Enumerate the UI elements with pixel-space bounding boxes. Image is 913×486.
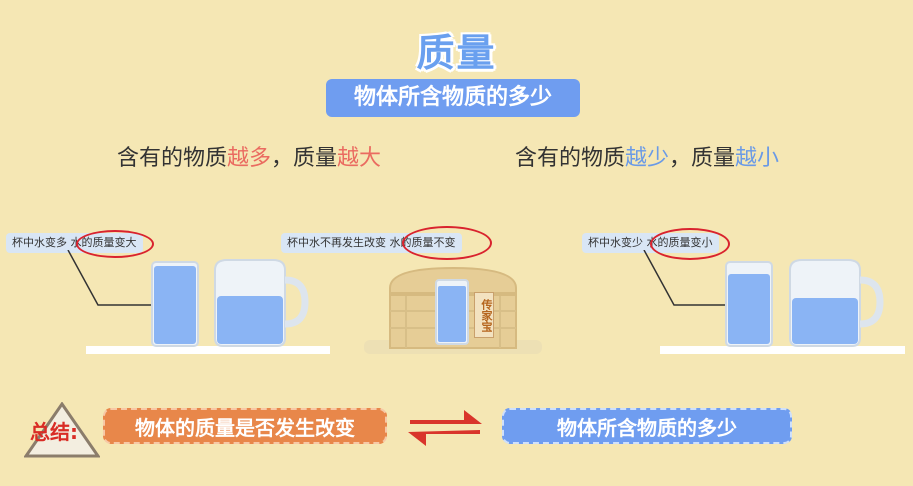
scene2-highlight-ring xyxy=(402,226,492,260)
left-statement-mid: ，质量 xyxy=(271,146,338,171)
right-statement-hl2: 越小 xyxy=(735,146,780,171)
scene1-pointer-line xyxy=(67,250,160,306)
left-statement-hl1: 越多 xyxy=(227,146,272,171)
summary-left-box: 物体的质量是否发生改变 xyxy=(103,408,387,444)
left-statement-hl2: 越大 xyxy=(337,146,382,171)
summary-right-box: 物体所含物质的多少 xyxy=(502,408,792,444)
right-statement-hl1: 越少 xyxy=(625,146,670,171)
right-statement-prefix: 含有的物质 xyxy=(515,146,626,171)
left-statement: 含有的物质越多，质量越大 xyxy=(117,140,381,172)
scene3-highlight-ring xyxy=(650,228,730,260)
summary-triangle-icon xyxy=(24,402,100,458)
scene2-label-prefix: 杯中水不再发生改变 xyxy=(287,236,386,249)
equivalence-arrows-icon xyxy=(408,410,482,446)
subtitle-banner: 物体所含物质的多少 xyxy=(326,79,580,117)
scene3-glass-icon xyxy=(725,261,773,347)
scene3-jug-icon xyxy=(789,259,884,347)
scene2-glass-icon xyxy=(435,279,469,345)
scene1-highlight-ring xyxy=(76,230,154,258)
scene1-glass-icon xyxy=(151,261,199,347)
summary-label: 总结: xyxy=(30,420,78,444)
scene1-shelf xyxy=(86,346,330,354)
right-statement-mid: ，质量 xyxy=(669,146,736,171)
right-statement: 含有的物质越少，质量越小 xyxy=(515,140,779,172)
scene3-shelf xyxy=(660,346,905,354)
scene3-pointer-line xyxy=(643,250,732,306)
left-statement-prefix: 含有的物质 xyxy=(117,146,228,171)
heirloom-tag: 传家宝 xyxy=(474,292,494,338)
scene1-label-prefix: 杯中水变多 xyxy=(12,236,67,249)
scene3-label-prefix: 杯中水变少 xyxy=(588,236,643,249)
page-title: 质量 xyxy=(416,31,497,75)
scene1-jug-icon xyxy=(214,259,309,347)
